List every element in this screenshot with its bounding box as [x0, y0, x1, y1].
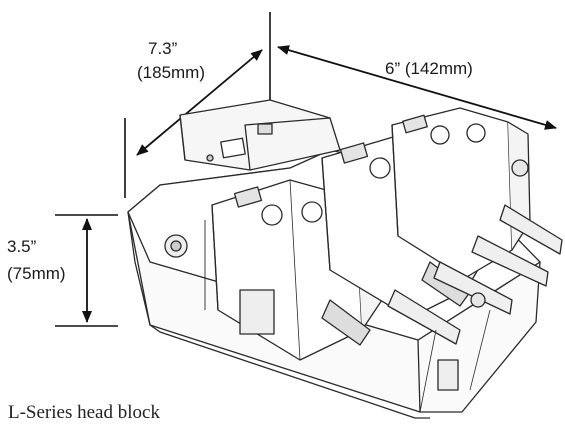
- rear-connector: [257, 123, 273, 135]
- width-dimension: 6” (142mm): [385, 59, 473, 78]
- extension-lines: [55, 12, 271, 327]
- head-block-body: [127, 99, 563, 419]
- dimension-arrows: [82, 45, 557, 323]
- depth-dimension-imperial: 7.3”: [148, 39, 178, 58]
- lever-arms: [387, 204, 563, 345]
- depth-arrow: [136, 49, 263, 156]
- rear-port: [220, 137, 246, 159]
- height-dimension-metric: (75mm): [7, 264, 66, 283]
- front-slot: [437, 359, 459, 391]
- height-dimension-imperial: 3.5”: [7, 237, 37, 256]
- figure-caption: L-Series head block: [8, 402, 160, 423]
- depth-dimension-metric: (185mm): [137, 63, 206, 82]
- width-arrow: [277, 45, 557, 130]
